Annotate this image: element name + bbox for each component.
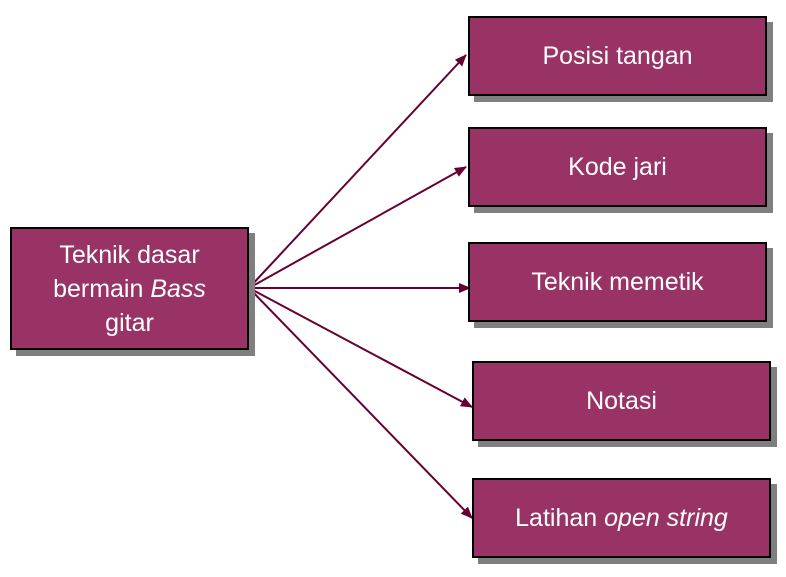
root-line-2-italic: Bass [150,274,206,303]
branch-label: Kode jari [568,153,667,181]
branch-label: Posisi tangan [542,42,693,70]
branch-node-notasi: Notasi [472,361,771,441]
branch-node-posisi-tangan: Posisi tangan [468,16,767,96]
root-line-2-text: bermain [53,274,151,303]
arrow-to-kode-jari [248,166,467,289]
branch-node-kode-jari: Kode jari [468,127,767,207]
arrow-to-posisi-tangan [248,54,467,289]
branch-label-italic: open string [604,504,728,532]
root-line-3: gitar [105,308,154,337]
branch-label-text: Latihan [515,504,605,532]
branch-label: Teknik memetik [531,268,704,296]
branch-label: Latihan open string [515,501,728,535]
branch-label: Notasi [586,387,657,415]
root-line-1: Teknik dasar [59,240,200,269]
root-node: Teknik dasar bermain Bass gitar [10,227,249,350]
root-line-2: bermain Bass [53,272,206,306]
branch-node-latihan-open-string: Latihan open string [472,478,771,558]
arrow-to-latihan-open-string [248,287,473,519]
branch-node-teknik-memetik: Teknik memetik [468,242,767,322]
arrow-to-notasi [248,287,473,408]
